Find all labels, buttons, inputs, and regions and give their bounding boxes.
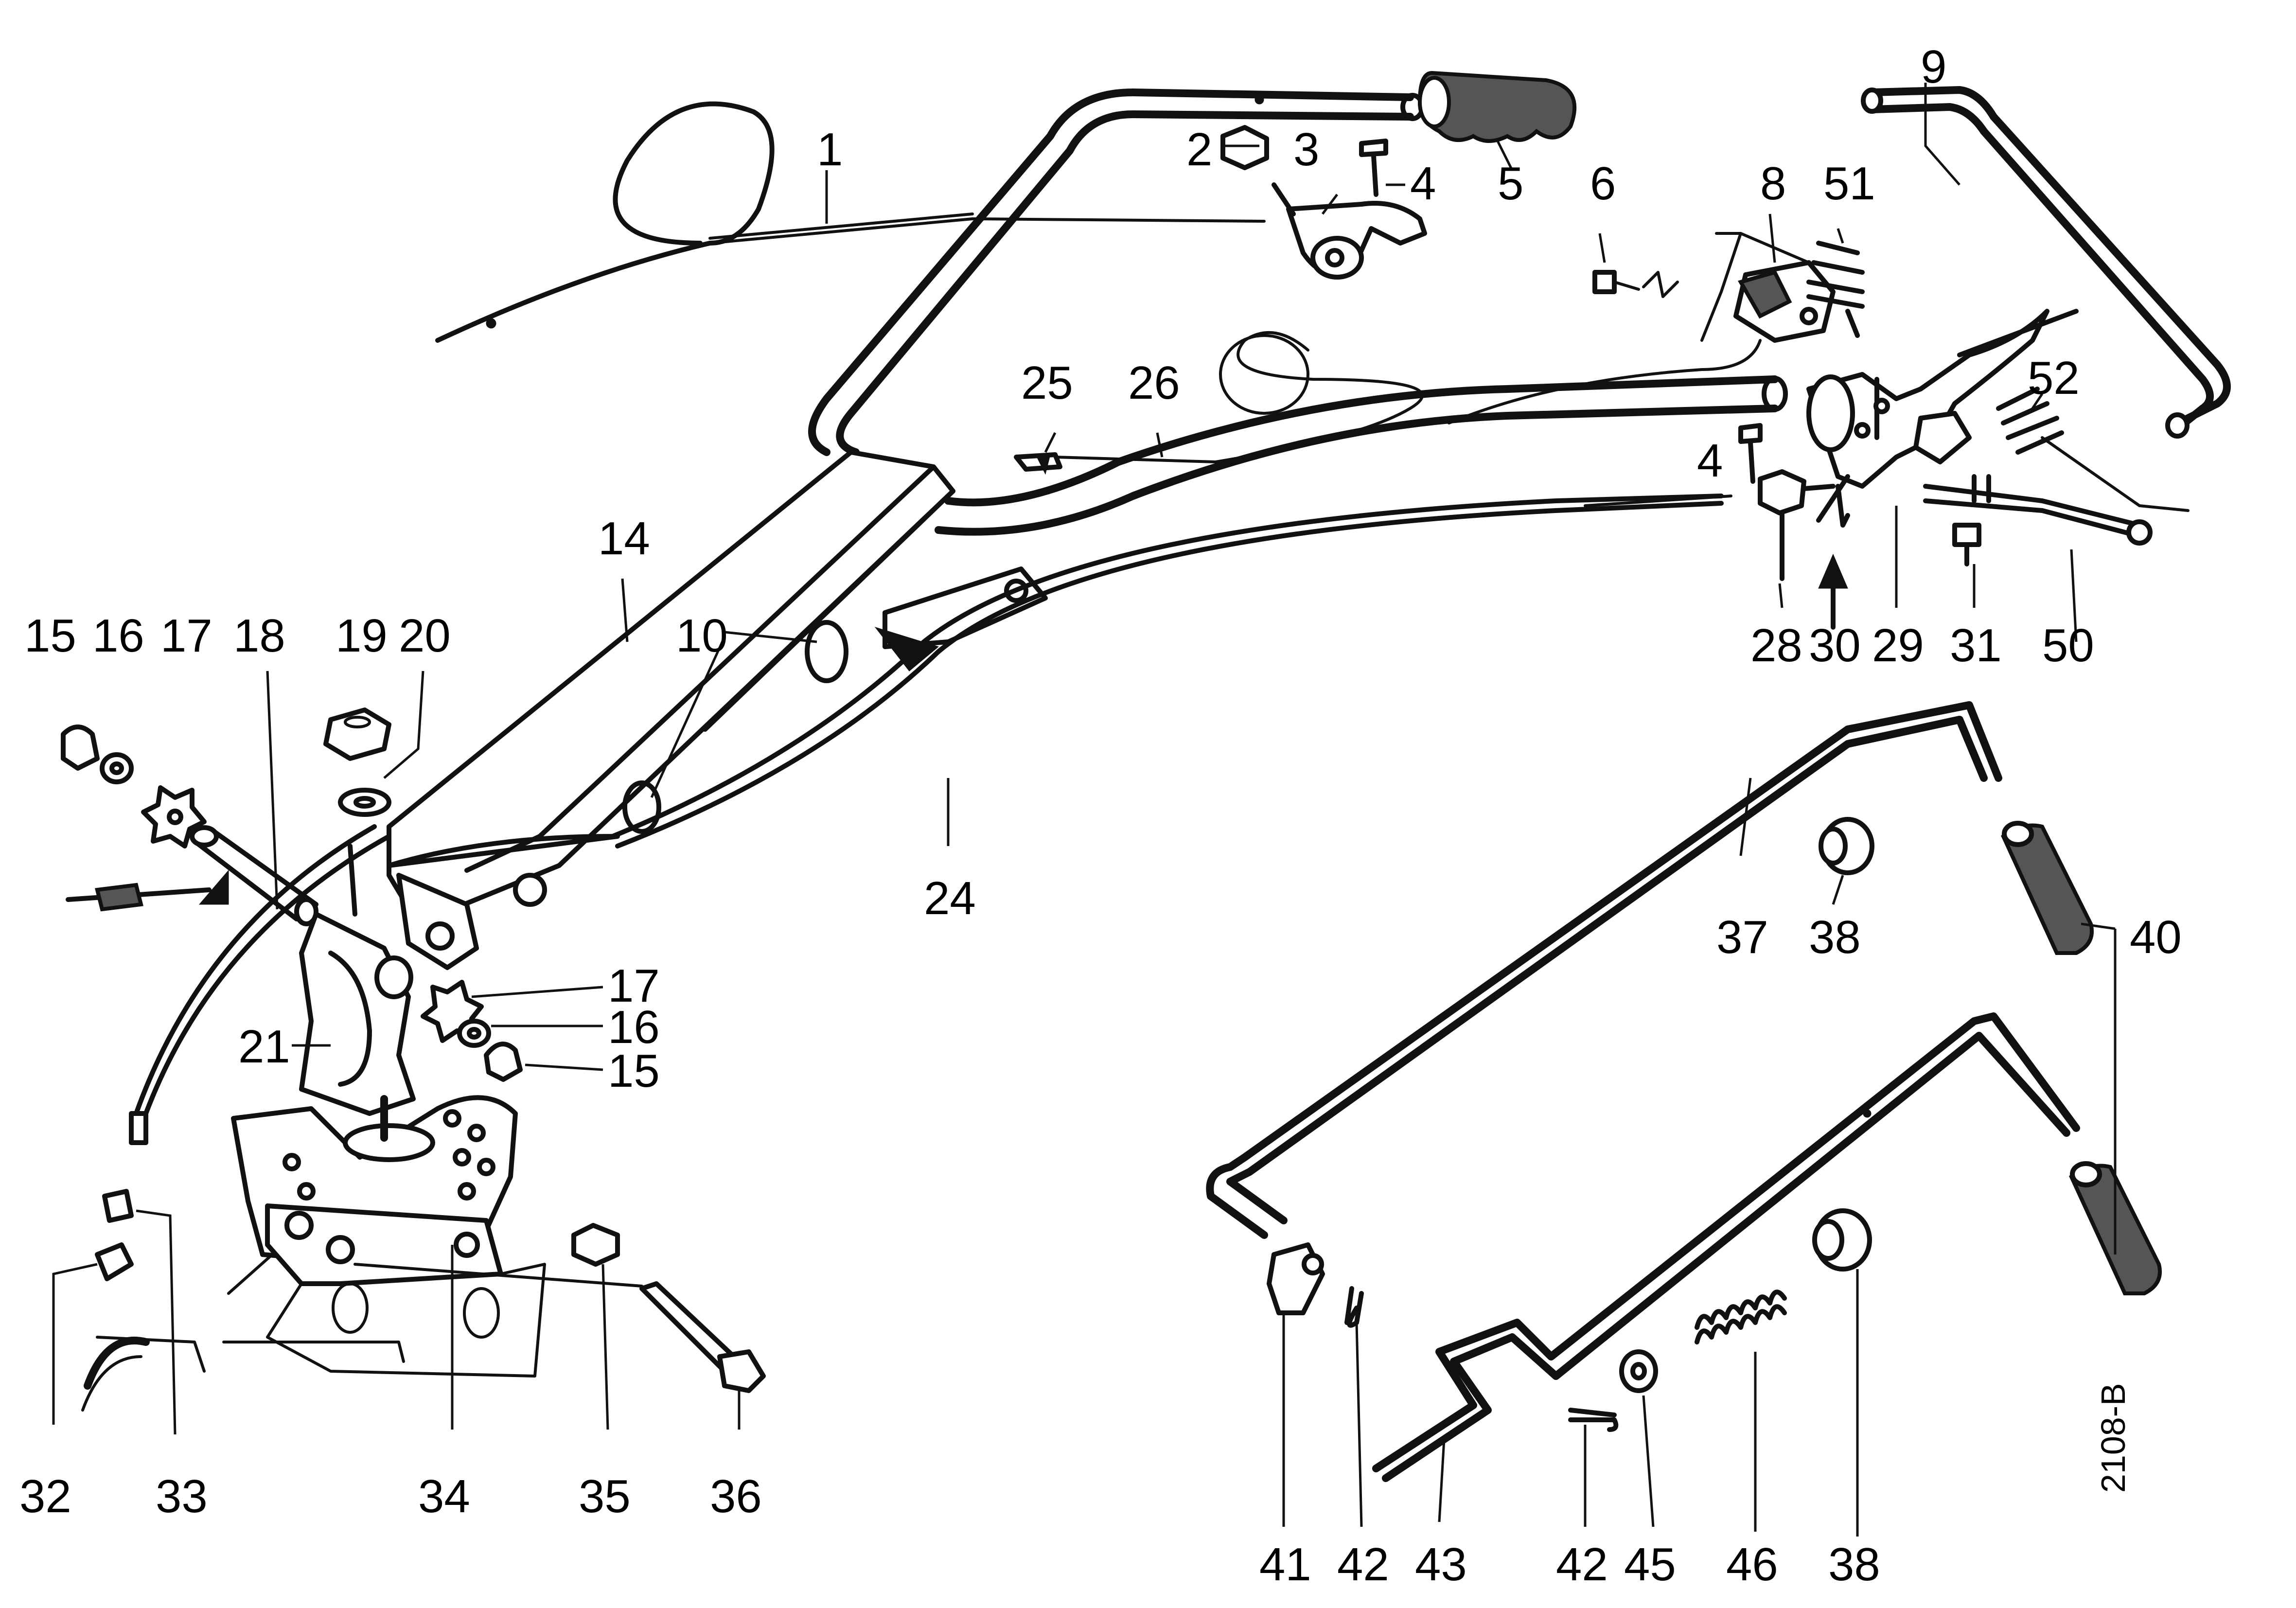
callout-33: 33	[156, 1470, 208, 1522]
control-rod	[1861, 86, 2231, 439]
stop-cable	[1014, 331, 1424, 475]
callout-25: 25	[1021, 357, 1073, 409]
pivot-pin-lower	[1738, 423, 1763, 484]
pivot-bolt	[66, 825, 318, 926]
callout-42-left: 42	[1337, 1538, 1389, 1590]
bolt-36	[353, 1263, 766, 1393]
callout-15-lower: 15	[608, 1045, 660, 1097]
callout-21: 21	[238, 1021, 290, 1073]
nut-19	[323, 707, 391, 761]
callout-20: 20	[399, 610, 451, 662]
clutch-cable	[387, 494, 1732, 868]
screw-31	[1952, 523, 1981, 566]
brake-lever-assembly	[1806, 309, 2153, 546]
throttle-cable	[435, 101, 1266, 343]
cable-lower	[129, 824, 391, 1145]
callout-43: 43	[1415, 1538, 1467, 1590]
callout-4-upper: 4	[1410, 158, 1436, 210]
main-frame-beam	[387, 450, 1048, 970]
callout-14: 14	[598, 512, 650, 565]
throttle-lever	[1272, 182, 1427, 280]
callout-2: 2	[1186, 124, 1212, 176]
callout-26: 26	[1128, 357, 1180, 409]
callout-45: 45	[1624, 1538, 1676, 1590]
nut-35	[571, 1223, 620, 1267]
spring-upper	[1806, 241, 1865, 338]
bushing-38-upper	[1819, 817, 1874, 875]
handle-grip	[1417, 71, 1577, 143]
callout-17-upper: 17	[160, 610, 212, 662]
callout-37: 37	[1716, 911, 1768, 963]
callout-29: 29	[1872, 619, 1924, 671]
callout-6: 6	[1590, 158, 1616, 210]
callout-8: 8	[1760, 158, 1786, 210]
leader-lines	[52, 83, 2117, 1537]
cotter-pin-upper	[1344, 1286, 1364, 1328]
washer-lower	[457, 1019, 491, 1048]
grip-40-upper	[2001, 821, 2094, 955]
callout-36: 36	[710, 1470, 762, 1522]
clip-32	[95, 1242, 134, 1281]
callout-42-right: 42	[1556, 1538, 1608, 1590]
clevis-41	[1267, 1242, 1325, 1315]
base-plate	[231, 1095, 518, 1286]
callout-51: 51	[1823, 158, 1875, 210]
pivot-pin-upper	[1359, 139, 1388, 197]
callout-24: 24	[924, 872, 976, 924]
callout-30: 30	[1809, 619, 1861, 671]
callout-38-lower: 38	[1828, 1538, 1880, 1590]
cap-nut-upper	[61, 724, 100, 771]
washer-45	[1619, 1349, 1658, 1393]
callout-32: 32	[19, 1470, 71, 1522]
pivot-bracket	[299, 844, 416, 1116]
gearbox-housing	[81, 1253, 546, 1412]
callout-46: 46	[1726, 1538, 1778, 1590]
callout-18: 18	[233, 610, 285, 662]
adjuster-nut	[1758, 469, 1836, 581]
handlebar	[808, 88, 1788, 536]
star-knob-upper	[141, 785, 207, 848]
callout-3: 3	[1293, 124, 1319, 176]
callout-19: 19	[336, 610, 388, 662]
callout-28: 28	[1750, 619, 1802, 671]
callout-35: 35	[579, 1470, 631, 1522]
callout-labels: 1 2 3 4 5 6 8 9 51 52 25 26 4 28 30 29 3…	[19, 41, 2182, 1590]
callout-5: 5	[1498, 158, 1523, 210]
callout-38-upper: 38	[1809, 911, 1861, 963]
callout-31: 31	[1950, 619, 2002, 671]
switch-screw	[1592, 270, 1679, 298]
cap-nut-lower	[484, 1042, 523, 1082]
rod-37	[1206, 701, 2002, 1239]
washer-upper	[100, 752, 134, 784]
callout-4-lower: 4	[1697, 435, 1723, 487]
callout-52: 52	[2028, 352, 2080, 404]
callout-9: 9	[1921, 41, 1946, 93]
spring-lower	[1996, 387, 2190, 512]
callout-17-lower: 17	[608, 960, 660, 1012]
spring-46	[1695, 1290, 1787, 1344]
bushing-38-lower	[1812, 1208, 1872, 1272]
rod-43	[1372, 1012, 2080, 1482]
drawing-reference: 2108-B	[2094, 1383, 2132, 1493]
retainer-rings	[622, 620, 848, 834]
callout-50: 50	[2042, 619, 2094, 671]
ferrule-33	[102, 1189, 134, 1223]
callout-16-upper: 16	[92, 610, 144, 662]
cotter-pin-lower	[1568, 1408, 1619, 1432]
callout-16-lower: 16	[608, 1001, 660, 1053]
callout-1: 1	[817, 124, 843, 176]
washer-20	[338, 788, 391, 817]
callout-40: 40	[2130, 911, 2182, 963]
callout-15-upper: 15	[24, 610, 76, 662]
callout-10: 10	[676, 610, 728, 662]
callout-41: 41	[1259, 1538, 1311, 1590]
lever-nut	[1220, 125, 1269, 170]
callout-34: 34	[418, 1470, 470, 1522]
arrow-30	[1818, 553, 1848, 630]
